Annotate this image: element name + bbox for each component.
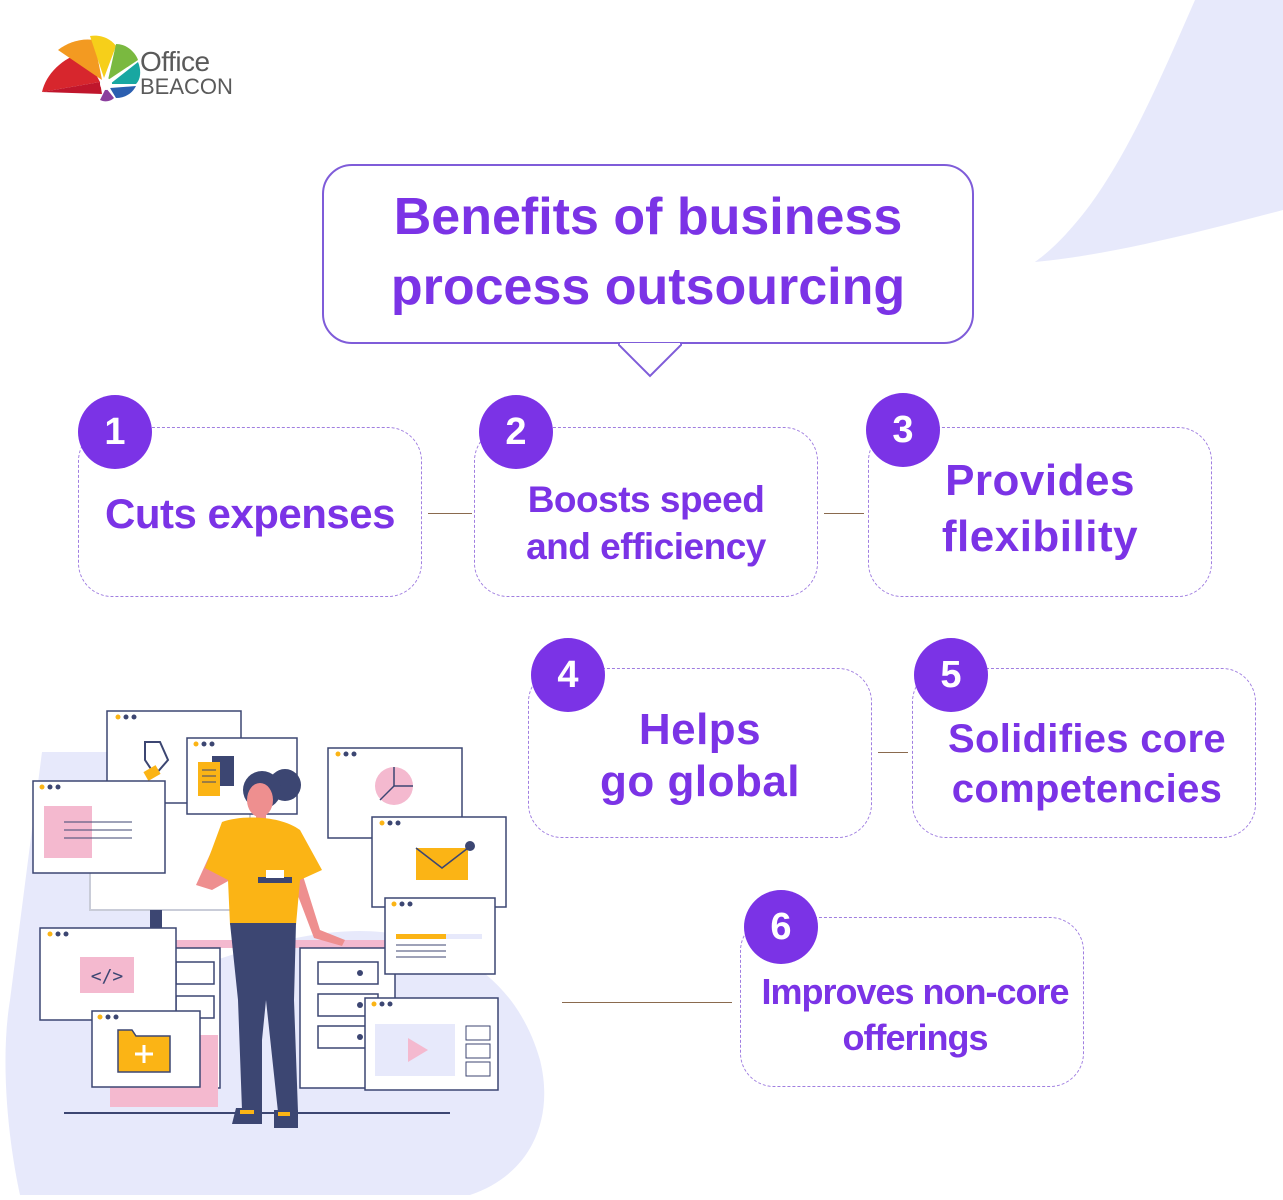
benefit-4-line-2: go global (599, 757, 801, 806)
benefit-1-text: Cuts expenses (78, 440, 422, 588)
logo-fan-icon (42, 35, 141, 102)
benefit-2-number: 2 (479, 395, 553, 469)
benefit-3-text: Provides flexibility (868, 450, 1212, 568)
connector-1-2 (428, 513, 472, 514)
benefit-1-number: 1 (78, 395, 152, 469)
pie-chart-icon (375, 767, 413, 805)
benefit-2-text: Boosts speed and efficiency (474, 470, 818, 576)
benefit-card-2 (474, 427, 818, 597)
title-line-1: Benefits of business (393, 188, 903, 246)
svg-text:</>: </> (91, 966, 124, 987)
benefit-card-3 (868, 427, 1212, 597)
office-beacon-logo (40, 34, 250, 102)
pen-tool-icon (143, 741, 170, 781)
woman-figure (196, 769, 345, 1128)
benefit-3-line-1: Provides (945, 456, 1135, 505)
connector-4-5 (878, 752, 908, 753)
code-icon: </> (80, 957, 134, 993)
benefit-4-line-1: Helps (638, 705, 762, 754)
benefit-2-line-2: and efficiency (526, 526, 766, 567)
title-bubble (322, 164, 974, 344)
connector-illustration-6 (562, 1002, 732, 1003)
title-bubble-tail (618, 343, 682, 378)
benefit-4-text: Helps go global (528, 700, 872, 812)
benefit-3-line-2: flexibility (941, 512, 1139, 561)
logo-text-office: Office (140, 46, 210, 77)
benefit-6-number: 6 (744, 890, 818, 964)
video-play-icon (375, 1024, 491, 1077)
benefit-3-number: 3 (866, 393, 940, 467)
benefit-card-5 (912, 668, 1256, 838)
worker-illustration: </> (5, 710, 545, 1195)
benefit-5-line-1: Solidifies core (948, 717, 1226, 761)
title-line-2: process outsourcing (390, 258, 906, 316)
benefit-5-line-2: competencies (951, 767, 1223, 811)
logo-text-beacon: BEACON (140, 74, 233, 99)
benefit-2-line-1: Boosts speed (527, 479, 765, 520)
folder-add-icon (117, 1029, 171, 1073)
connector-2-3 (824, 513, 864, 514)
benefit-6-line-1: Improves non-core (761, 971, 1069, 1012)
document-icon (198, 756, 234, 796)
mail-icon (415, 841, 475, 880)
benefit-5-text: Solidifies core competencies (912, 712, 1262, 816)
benefit-card-4 (528, 668, 872, 838)
benefit-4-number: 4 (531, 638, 605, 712)
benefit-6-text: Improves non-core offerings (740, 966, 1090, 1064)
text-lines-icon (396, 934, 482, 958)
benefit-1-line-1: Cuts expenses (105, 490, 395, 537)
benefit-card-1 (78, 427, 422, 597)
benefit-5-number: 5 (914, 638, 988, 712)
page-title: Benefits of business process outsourcing (322, 182, 974, 322)
benefit-card-6 (740, 917, 1084, 1087)
benefit-6-line-2: offerings (842, 1017, 988, 1058)
